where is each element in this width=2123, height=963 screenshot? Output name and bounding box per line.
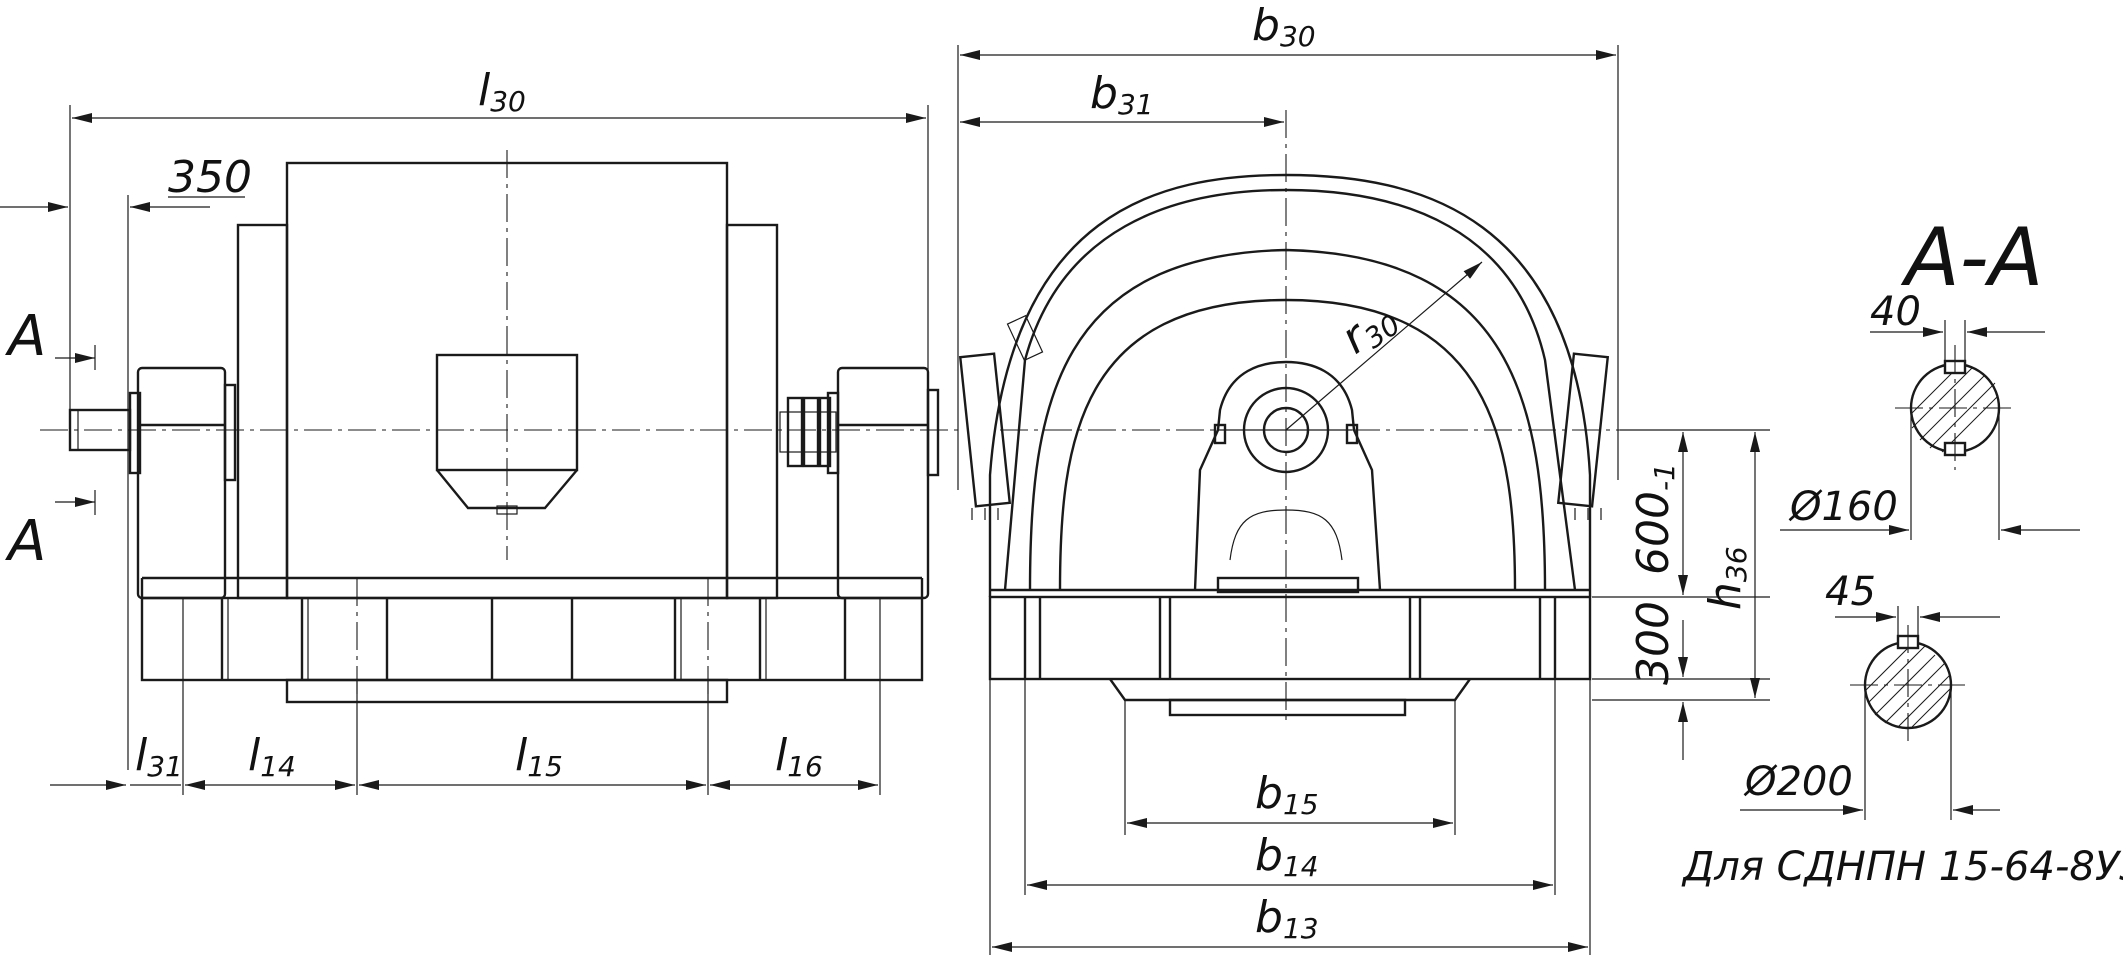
dim-b15: b15 [1255,768,1319,821]
section-title: А-А [1900,211,2043,304]
dim-b14: b14 [1255,830,1319,883]
dim-b31: b31 [1090,68,1154,121]
section-marker-top: A [5,304,46,369]
dim-l14: l14 [248,730,296,783]
dim-b30: b30 [1252,0,1316,53]
dim-key-45: 45 [1825,569,1876,615]
section-a-a: А-А 40 Ø160 [1681,211,2123,890]
dim-r30: r30 [1332,291,1406,365]
dim-300: 300 [1628,601,1679,685]
dim-350: 350 [168,152,252,203]
front-view [40,150,960,704]
dim-diameter-160: Ø160 [1788,484,1898,530]
section-marker-bottom: A [5,509,46,574]
dim-l15: l15 [515,730,563,783]
side-view [958,110,1620,720]
side-dimensions: b30 b31 r30 b15 b14 b13 600-1 300 h36 [957,0,1770,955]
dim-h36: h36 [1700,546,1753,610]
dim-l30: l30 [478,65,526,118]
section-lower: 45 Ø200 [1740,569,2000,820]
dim-key-40: 40 [1870,289,1921,335]
model-note: Для СДНПН 15-64-8У3 [1681,844,2123,890]
dim-diameter-200: Ø200 [1743,759,1853,805]
dim-600: 600-1 [1628,463,1681,575]
section-markers: A A [5,304,96,574]
dim-b13: b13 [1255,892,1319,945]
dim-l16: l16 [775,730,823,783]
dim-l31: l31 [135,730,183,783]
section-upper: 40 Ø160 [1780,289,2080,540]
front-dimensions: l30 350 l31 l14 l15 l16 [0,65,929,795]
